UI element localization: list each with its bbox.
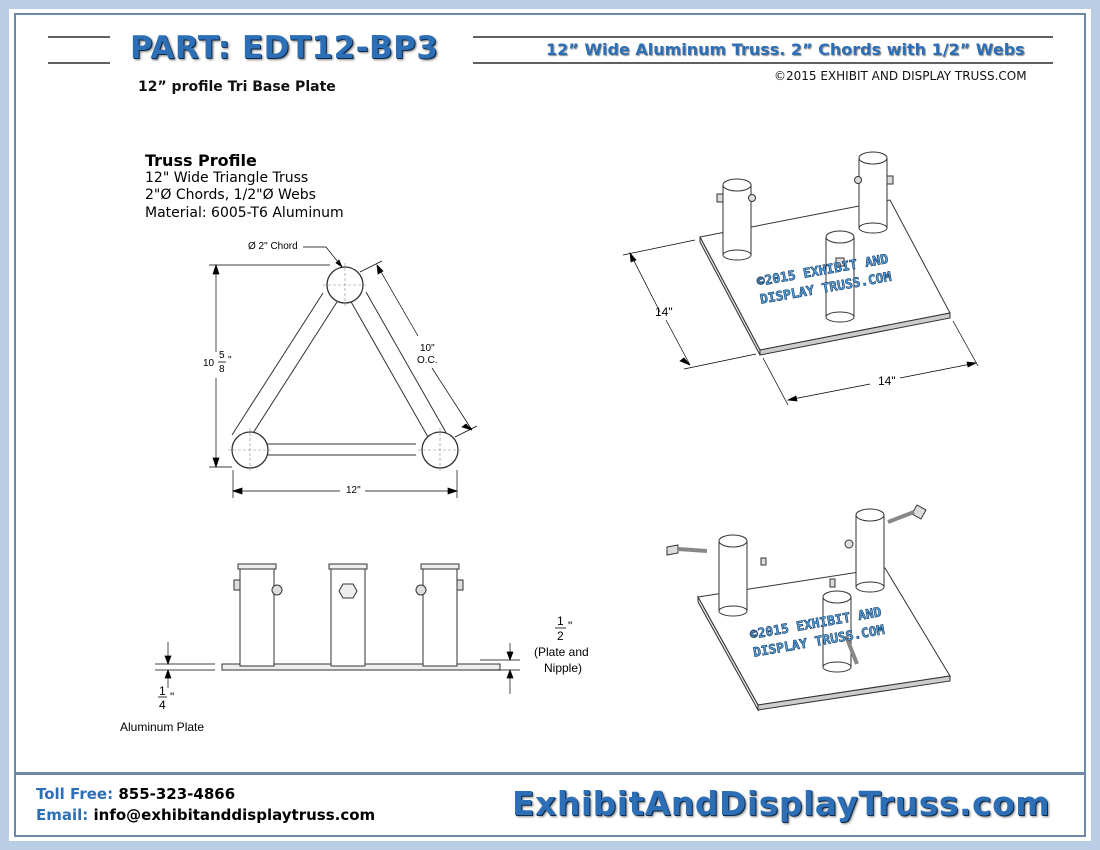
iso-view-bottom	[666, 504, 951, 712]
header-rules	[48, 36, 1053, 64]
part-title: PART: EDT12-BP3	[130, 30, 439, 66]
alu-denominator: 4	[159, 698, 166, 712]
copyright-notice: ©2015 EXHIBIT AND DISPLAY TRUSS.COM	[774, 69, 1027, 83]
iso2-post-right	[844, 508, 885, 593]
iso2-bolts	[666, 504, 927, 665]
height-numerator: 5	[219, 350, 225, 361]
toll-free-label: Toll Free:	[36, 785, 114, 803]
iso-view-top	[622, 151, 979, 406]
toll-free-number[interactable]: 855-323-4866	[118, 785, 236, 803]
footer-divider	[14, 772, 1086, 775]
iso2-post-front	[822, 578, 852, 673]
iso2-post-left	[718, 534, 767, 617]
toll-free-line: Toll Free: 855-323-4866	[36, 785, 235, 803]
part-description: 12” profile Tri Base Plate	[138, 79, 336, 95]
oc-value: 10"	[420, 343, 435, 354]
iso1-post-left	[716, 178, 756, 261]
alu-label: Aluminum Plate	[120, 720, 205, 734]
email-label: Email:	[36, 806, 89, 824]
iso-side-b-label: 14"	[878, 374, 896, 388]
side-elevation	[155, 563, 520, 694]
fraction-bars	[158, 361, 566, 698]
profile-heading: Truss Profile	[145, 151, 257, 170]
height-denominator: 8	[219, 364, 225, 375]
iso-side-a-label: 14"	[655, 305, 673, 319]
chord-label: Ø 2" Chord	[248, 241, 298, 252]
plate-label-line1: (Plate and	[534, 645, 589, 659]
plate-inch-mark: "	[568, 619, 573, 633]
alu-numerator: 1	[159, 684, 166, 698]
website-link[interactable]: ExhibitAndDisplayTruss.com	[512, 784, 1051, 823]
iso1-post-front	[825, 230, 855, 323]
email-link[interactable]: info@exhibitanddisplaytruss.com	[93, 806, 376, 824]
alu-inch-mark: "	[170, 690, 175, 704]
plate-numerator: 1	[557, 614, 564, 628]
email-line: Email: info@exhibitanddisplaytruss.com	[36, 806, 375, 824]
width-label: 12"	[346, 485, 361, 496]
iso1-post-right	[854, 151, 894, 234]
profile-line-material: Material: 6005-T6 Aluminum	[145, 205, 344, 221]
height-whole: 10	[203, 358, 215, 369]
profile-line-width: 12" Wide Triangle Truss	[145, 170, 309, 186]
subtitle: 12” Wide Aluminum Truss. 2” Chords with …	[546, 40, 1025, 59]
plate-label-line2: Nipple)	[544, 661, 583, 675]
nipple-left	[233, 563, 283, 667]
nipple-middle	[328, 563, 368, 667]
plate-denominator: 2	[557, 629, 564, 643]
height-inch-mark: "	[228, 355, 232, 366]
oc-label: O.C.	[417, 355, 438, 366]
profile-line-chords: 2"Ø Chords, 1/2"Ø Webs	[145, 187, 316, 203]
nipple-right	[415, 563, 464, 667]
inner-frame	[14, 13, 1086, 837]
triangle-profile	[209, 246, 478, 498]
